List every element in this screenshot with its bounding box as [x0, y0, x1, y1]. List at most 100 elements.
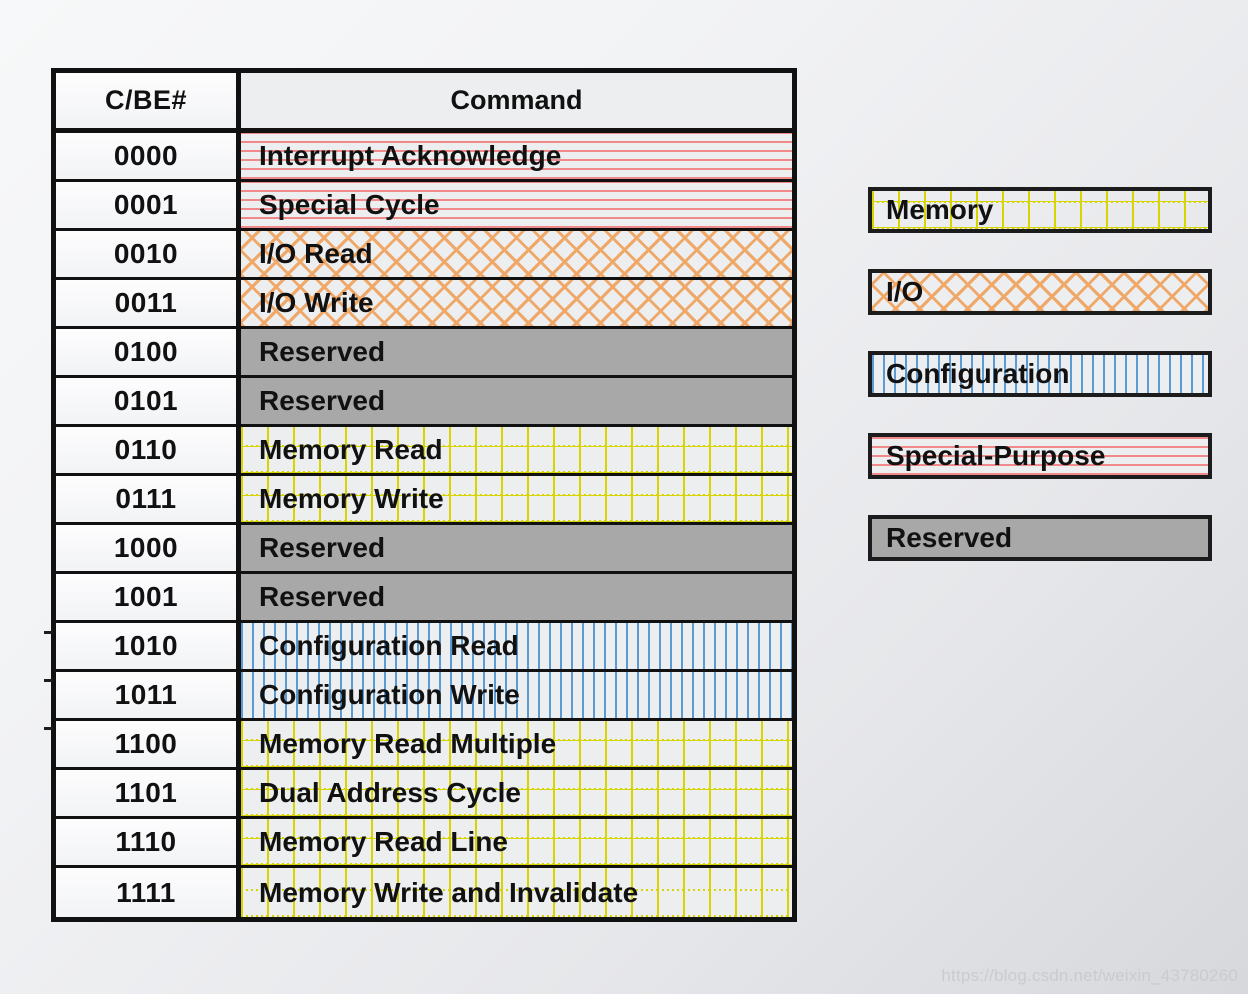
command-label: Memory Read Line [259, 826, 508, 857]
table-row: 0101 Reserved [56, 378, 792, 427]
cell-command-special: Special Cycle [241, 182, 792, 228]
legend-pattern-special [872, 437, 1208, 475]
cell-cbe-code: 0100 [56, 329, 241, 375]
pattern-fill-io [241, 231, 792, 277]
cell-command-special: Interrupt Acknowledge [241, 133, 792, 179]
table-row: 1011 Configuration Write [56, 672, 792, 721]
command-label: Special Cycle [259, 189, 440, 220]
cell-command-reserved: Reserved [241, 329, 792, 375]
cell-cbe-code: 0010 [56, 231, 241, 277]
command-label: Memory Write and Invalidate [259, 876, 639, 908]
cell-command-memory: Memory Write and Invalidate [241, 868, 792, 917]
row-tick-mark-1 [44, 631, 53, 634]
cell-command-memory: Memory Write [241, 476, 792, 522]
legend-pattern-memory [872, 191, 1208, 229]
command-label: I/O Write [259, 287, 374, 318]
cell-cbe-code: 0110 [56, 427, 241, 473]
cell-cbe-code: 0101 [56, 378, 241, 424]
column-header-cbe: C/BE# [56, 73, 241, 128]
legend-label: I/O [886, 276, 924, 307]
pattern-fill-special [241, 133, 792, 179]
legend-pattern-io [872, 273, 1208, 311]
cell-command-memory: Memory Read [241, 427, 792, 473]
pattern-fill-reserved [241, 574, 792, 620]
pattern-fill-memory [241, 476, 792, 522]
legend-label: Special-Purpose [886, 440, 1106, 471]
pattern-fill-memory [241, 819, 792, 865]
pattern-fill-memory [241, 427, 792, 473]
legend-item-special: Special-Purpose [868, 433, 1212, 479]
legend-pattern-config [872, 355, 1208, 393]
cell-cbe-code: 1111 [56, 868, 241, 917]
command-label: Reserved [259, 385, 386, 416]
pattern-fill-config [241, 623, 792, 669]
table-row: 0111 Memory Write [56, 476, 792, 525]
command-label: Reserved [259, 336, 386, 367]
command-label: Configuration Write [259, 679, 520, 710]
pattern-fill-reserved [241, 378, 792, 424]
pattern-fill-memory [241, 868, 792, 917]
column-header-command: Command [241, 73, 792, 128]
cell-command-config: Configuration Write [241, 672, 792, 718]
header-fill [241, 73, 792, 128]
table-row: 1001 Reserved [56, 574, 792, 623]
table-row: 0100 Reserved [56, 329, 792, 378]
command-label: Reserved [259, 532, 386, 563]
cell-command-reserved: Reserved [241, 378, 792, 424]
cell-cbe-code: 1000 [56, 525, 241, 571]
legend-label: Reserved [886, 522, 1013, 553]
table-row: 0010 I/O Read [56, 231, 792, 280]
pattern-fill-special [241, 182, 792, 228]
legend-pattern-reserved [872, 519, 1208, 557]
table-row: 0110 Memory Read [56, 427, 792, 476]
table-row: 0001 Special Cycle [56, 182, 792, 231]
cell-cbe-code: 1001 [56, 574, 241, 620]
table-row: 1111 Memory Write and Invalidate [56, 868, 792, 917]
table-row: 1000 Reserved [56, 525, 792, 574]
watermark-text: https://blog.csdn.net/weixin_43780260 [941, 966, 1238, 985]
command-label: Memory Write [259, 483, 444, 514]
pattern-fill-memory [241, 770, 792, 816]
cell-cbe-code: 1011 [56, 672, 241, 718]
legend-item-memory: Memory [868, 187, 1212, 233]
pattern-fill-reserved [241, 525, 792, 571]
pattern-fill-io [241, 280, 792, 326]
cell-command-io: I/O Read [241, 231, 792, 277]
command-label: Dual Address Cycle [259, 777, 521, 808]
cell-command-memory: Memory Read Line [241, 819, 792, 865]
row-tick-mark-2 [44, 679, 53, 682]
cell-command-memory: Memory Read Multiple [241, 721, 792, 767]
cell-cbe-code: 1100 [56, 721, 241, 767]
legend-label: Memory [886, 194, 994, 225]
table-row: 1101 Dual Address Cycle [56, 770, 792, 819]
legend-label: Configuration [886, 358, 1070, 389]
cell-cbe-code: 0001 [56, 182, 241, 228]
cell-cbe-code: 1010 [56, 623, 241, 669]
cell-cbe-code: 1110 [56, 819, 241, 865]
command-label: Memory Read [259, 434, 443, 465]
command-label: I/O Read [259, 238, 373, 269]
command-label: Configuration Read [259, 630, 519, 661]
row-tick-mark-3 [44, 727, 53, 730]
legend-item-io: I/O [868, 269, 1212, 315]
table-header-row: C/BE# Command [56, 73, 792, 133]
cell-command-reserved: Reserved [241, 574, 792, 620]
pattern-fill-memory [241, 721, 792, 767]
command-label: Reserved [259, 581, 386, 612]
pattern-fill-reserved [241, 329, 792, 375]
legend-item-config: Configuration [868, 351, 1212, 397]
cell-command-config: Configuration Read [241, 623, 792, 669]
legend-item-reserved: Reserved [868, 515, 1212, 561]
cell-cbe-code: 1101 [56, 770, 241, 816]
pattern-fill-config [241, 672, 792, 718]
table-row: 1010 Configuration Read [56, 623, 792, 672]
cell-cbe-code: 0111 [56, 476, 241, 522]
command-label: Interrupt Acknowledge [259, 140, 562, 171]
cell-command-memory: Dual Address Cycle [241, 770, 792, 816]
cell-command-io: I/O Write [241, 280, 792, 326]
